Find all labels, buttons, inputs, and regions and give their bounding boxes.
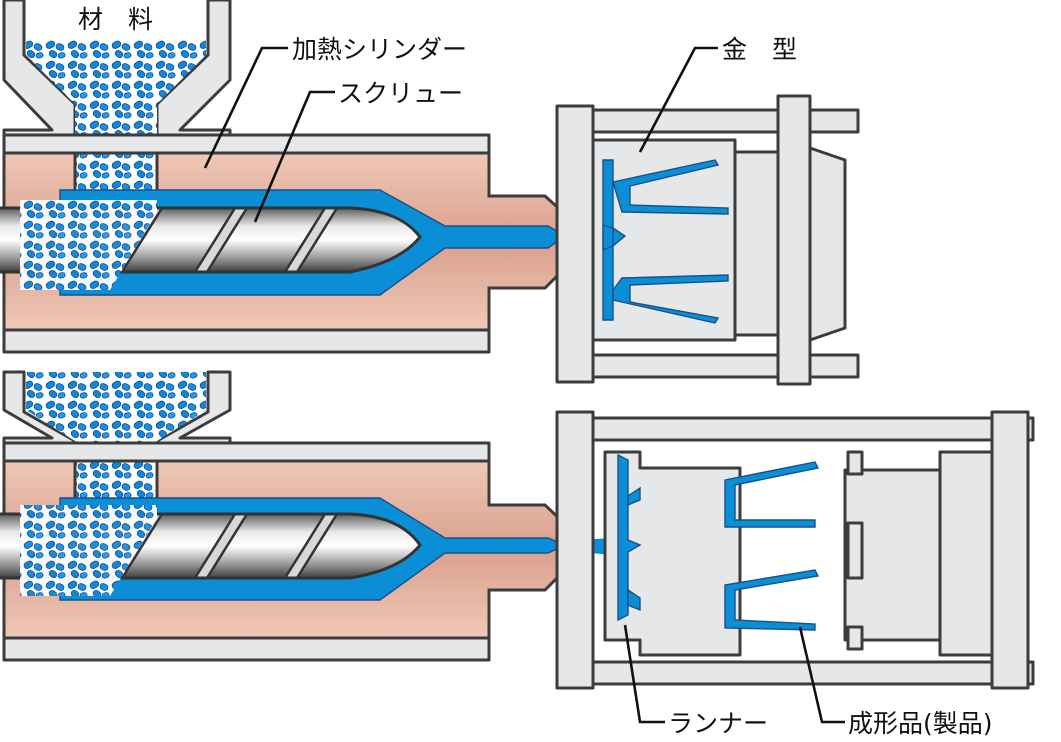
cylinder-bottom-plate xyxy=(2,328,491,354)
mold-moving-platen xyxy=(776,94,812,386)
label-material: 材 料 xyxy=(78,5,153,34)
pellets-hopper-2 xyxy=(26,372,206,505)
mold-moving-platen-2 xyxy=(990,410,1030,690)
mold-cylinder xyxy=(808,146,847,342)
label-runner: ランナー xyxy=(668,709,768,738)
pellets-feed-2 xyxy=(20,505,157,596)
tie-bar-top xyxy=(591,108,860,134)
runner-closed xyxy=(602,159,627,321)
bottom-assembly xyxy=(0,370,1035,690)
label-product: 成形品(製品) xyxy=(848,709,993,738)
hopper-2-right xyxy=(155,370,232,445)
top-assembly xyxy=(0,0,860,386)
mold-fixed-platen-2 xyxy=(555,410,595,690)
leader-lines xyxy=(203,46,845,724)
tie-bar-bottom xyxy=(591,353,860,379)
runner-ejected xyxy=(617,453,642,622)
hopper-right xyxy=(155,0,232,137)
cylinder-top-plate xyxy=(2,133,491,155)
label-screw: スクリュー xyxy=(338,79,463,108)
pellets-hopper xyxy=(26,40,206,200)
product-top xyxy=(724,461,820,528)
label-mold: 金 型 xyxy=(722,35,797,64)
product-bottom xyxy=(724,569,820,631)
mold-fixed-platen xyxy=(555,104,595,384)
pellets-feed xyxy=(20,200,157,290)
label-heating-cylinder: 加熱シリンダー xyxy=(292,35,467,64)
